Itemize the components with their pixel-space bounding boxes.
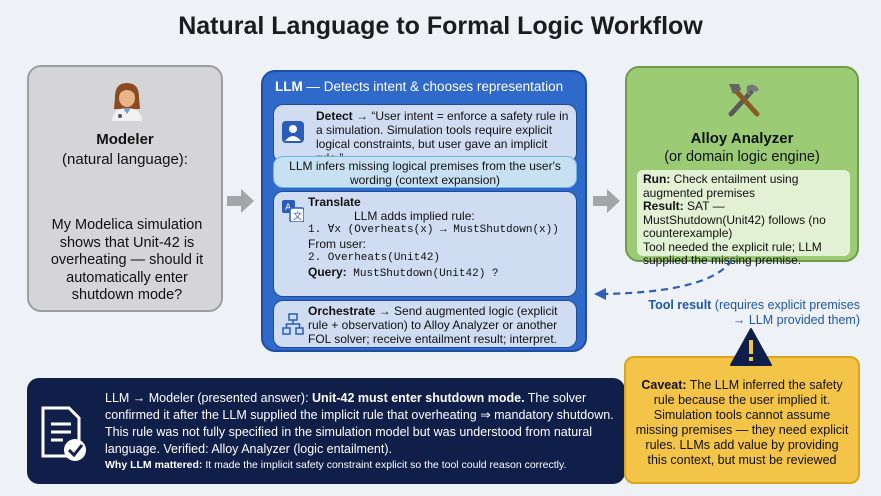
svg-text:文: 文 xyxy=(293,210,302,222)
arrow-right-icon xyxy=(593,189,620,213)
orchestrate-body: → Send augmented logic (explicit rule + … xyxy=(308,304,558,346)
infer-box: LLM infers missing logical premises from… xyxy=(273,156,577,188)
modeler-title: Modeler xyxy=(96,131,154,148)
alloy-title: Alloy Analyzer xyxy=(690,130,794,147)
llm-panel: LLM — Detects intent & chooses represent… xyxy=(261,70,587,352)
alloy-note: Tool needed the explicit rule; LLM suppl… xyxy=(643,239,822,267)
tool-result-text: (requires explicit premises → LLM provid… xyxy=(711,298,860,327)
dashed-return-arrow-icon xyxy=(594,259,733,300)
why-label: Why LLM mattered: xyxy=(105,459,203,471)
translate-line-4: 2. Overheats(Unit42) xyxy=(308,252,441,264)
caveat-text: The LLM inferred the safety rule because… xyxy=(635,378,849,467)
alloy-card: Alloy Analyzer (or domain logic engine) … xyxy=(625,66,859,267)
orchestrate-label: Orchestrate xyxy=(308,304,376,318)
translate-line-2: 1. ∀x (Overheats(x) → MustShutdown(x)) xyxy=(308,224,559,236)
run-label: Run: xyxy=(643,172,671,186)
translate-line-1: LLM adds implied rule: xyxy=(354,209,475,223)
network-icon xyxy=(282,313,304,335)
answer-prefix: LLM → Modeler (presented answer): xyxy=(105,391,313,405)
query-text: MustShutdown(Unit42) ? xyxy=(346,268,499,280)
tool-result-bold: Tool result xyxy=(648,298,712,312)
caveat-box: Caveat: The LLM inferred the safety rule… xyxy=(624,356,860,484)
warning-icon xyxy=(730,328,772,366)
llm-header-bold: LLM xyxy=(275,79,303,94)
llm-header: LLM — Detects intent & chooses represent… xyxy=(275,79,563,94)
tool-result-label: Tool result (requires explicit premises … xyxy=(638,298,860,328)
page-title: Natural Language to Formal Logic Workflo… xyxy=(178,12,703,40)
modeler-card: Modeler (natural language): My Modelica … xyxy=(27,65,223,312)
alloy-subtitle: (or domain logic engine) xyxy=(664,149,820,165)
query-label: Query: xyxy=(308,265,347,279)
translate-label: Translate xyxy=(308,195,361,209)
run-text: Check entailment using augmented premise… xyxy=(643,172,799,200)
answer-bold: Unit-42 must enter shutdown mode. xyxy=(312,391,525,405)
infer-text: LLM infers missing logical premises from… xyxy=(289,159,561,187)
why-text: It made the implicit safety constraint e… xyxy=(202,459,567,471)
modeler-avatar-icon xyxy=(112,83,142,121)
llm-header-text: — Detects intent & chooses representatio… xyxy=(302,79,564,94)
orchestrate-box: Orchestrate → Send augmented logic (expl… xyxy=(273,300,577,348)
alloy-result-box: Run: Check entailment using augmented pr… xyxy=(637,170,850,267)
why-line: Why LLM mattered: It made the implicit s… xyxy=(105,458,617,473)
user-icon xyxy=(282,121,304,143)
answer-banner: LLM → Modeler (presented answer): Unit-4… xyxy=(27,378,625,484)
result-line: Result: SAT — MustShutdown(Unit42) follo… xyxy=(643,199,844,241)
answer-rest: The solver confirmed it after the LLM su… xyxy=(105,391,614,456)
detect-label: Detect xyxy=(316,109,353,123)
detect-box: Detect → “User intent = enforce a safety… xyxy=(273,104,577,165)
result-text: SAT — MustShutdown(Unit42) follows (no c… xyxy=(643,199,826,240)
tools-icon xyxy=(728,84,760,117)
run-line: Run: Check entailment using augmented pr… xyxy=(643,172,844,200)
caveat-label: Caveat: xyxy=(641,378,687,392)
translate-text: Translate LLM adds implied rule: 1. ∀x (… xyxy=(308,195,570,281)
modeler-subtitle: (natural language): xyxy=(62,151,188,168)
result-label: Result: xyxy=(643,199,684,213)
modeler-question: My Modelica simulation shows that Unit-4… xyxy=(50,217,204,303)
document-check-icon xyxy=(41,406,86,461)
orchestrate-text: Orchestrate → Send augmented logic (expl… xyxy=(308,304,570,346)
translate-icon: A 文 xyxy=(282,200,304,222)
translate-line-3: From user: xyxy=(308,237,367,251)
answer-text: LLM → Modeler (presented answer): Unit-4… xyxy=(105,390,617,473)
translate-box: A 文 Translate LLM adds implied rule: 1. … xyxy=(273,191,577,297)
svg-text:A: A xyxy=(285,203,292,213)
arrow-right-icon xyxy=(227,189,254,213)
